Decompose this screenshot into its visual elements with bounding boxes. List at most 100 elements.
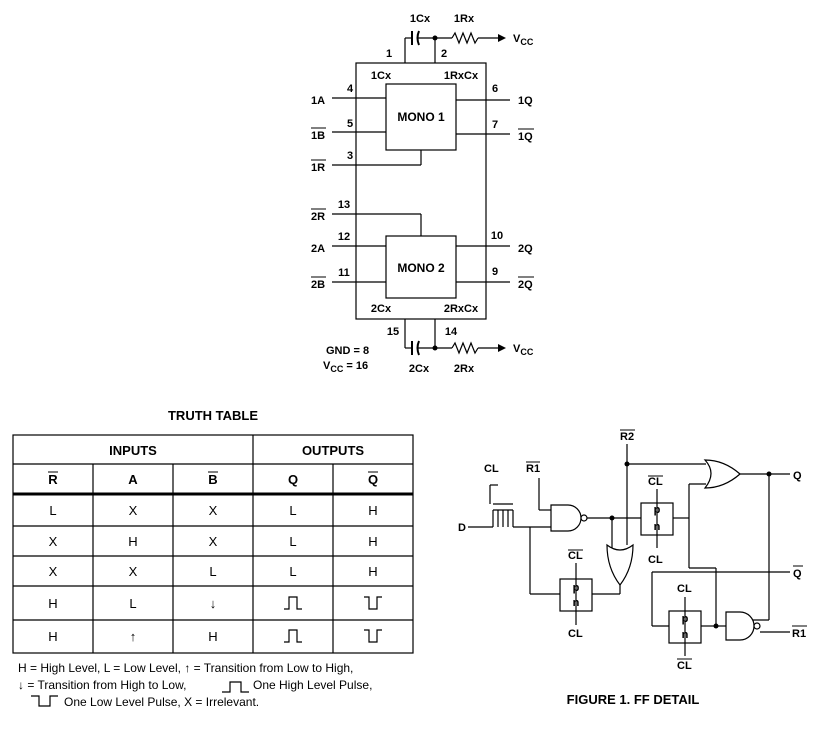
pin-1-number: 1: [386, 48, 392, 60]
truth-table-cell: X: [129, 503, 138, 518]
nand-gate-1: [550, 504, 582, 532]
truth-table-cell: X: [49, 534, 58, 549]
nor-gate-q: [703, 459, 741, 489]
pin-13-number: 13: [338, 199, 350, 211]
truth-table-cell: H: [128, 534, 137, 549]
resistor-2rx: [451, 341, 479, 355]
res-label-1rx: 1Rx: [454, 13, 475, 25]
pin-10-number: 10: [491, 230, 503, 242]
truth-table-cell: L: [129, 596, 136, 611]
nor-gate-middle: [606, 543, 634, 586]
tgate-a-cl-bar: CL: [648, 476, 663, 488]
pin-11-number: 11: [338, 267, 350, 279]
ff-detail-diagram: CL R1 R2 D Q Q R1 p: [458, 429, 807, 707]
truth-table-cell: X: [209, 534, 218, 549]
mono1-label: MONO 1: [397, 110, 445, 124]
truth-table-cell: H: [208, 629, 217, 644]
pin-2rxcx-label: 2RxCx: [444, 303, 479, 315]
cap-label-2cx: 2Cx: [409, 363, 430, 375]
tgate-c-p: p: [682, 613, 689, 625]
col-header-q-bar: Q: [368, 472, 378, 487]
pin-9-number: 9: [492, 266, 498, 278]
signal-2q: 2Q: [518, 243, 533, 255]
pin-1rxcx-label: 1RxCx: [444, 70, 479, 82]
ff-label-q: Q: [793, 470, 802, 482]
signal-2b-bar: 2B: [311, 279, 325, 291]
nand-gate-2: [725, 611, 755, 641]
legend-line-2b: One High Level Pulse,: [253, 678, 372, 692]
ff-label-q-bar: Q: [793, 568, 802, 580]
col-header-a: A: [128, 472, 138, 487]
truth-table-cell: L: [289, 534, 296, 549]
truth-table-cell: L: [49, 503, 56, 518]
pin-3-number: 3: [347, 150, 353, 162]
truth-table-cell: H: [48, 596, 57, 611]
signal-1r-bar: 1R: [311, 162, 325, 174]
tgate-b-cl-bar: CL: [568, 550, 583, 562]
low-pulse-cell-icon: [364, 629, 382, 643]
signal-2a: 2A: [311, 243, 325, 255]
tgate-c-n: n: [682, 629, 689, 641]
tgate-b-cl: CL: [568, 628, 583, 640]
vcc-note: VCC = 16: [323, 360, 368, 374]
low-pulse-cell-icon: [364, 596, 382, 610]
signal-1q-bar: 1Q: [518, 131, 533, 143]
vcc-label-bottom: VCC: [513, 343, 534, 357]
pin-2-number: 2: [441, 48, 447, 60]
pin-12-number: 12: [338, 231, 350, 243]
figure-caption: FIGURE 1. FF DETAIL: [567, 692, 700, 707]
signal-2q-bar: 2Q: [518, 279, 533, 291]
truth-table-cell: H: [368, 503, 377, 518]
col-header-b-bar: B: [208, 472, 217, 487]
tgate-b-p: p: [573, 582, 580, 594]
truth-table-title: TRUTH TABLE: [168, 408, 258, 423]
pin-7-number: 7: [492, 119, 498, 131]
pin-5-number: 5: [347, 118, 353, 130]
signal-2r-bar: 2R: [311, 211, 325, 223]
pin-15-number: 15: [387, 326, 399, 338]
truth-table-cell: X: [129, 564, 138, 579]
truth-table-cell: L: [209, 564, 216, 579]
ff-label-r1-top: R1: [526, 463, 540, 475]
truth-table-cell: L: [289, 503, 296, 518]
tgate-b-n: n: [573, 597, 580, 609]
truth-table-cell: H: [368, 564, 377, 579]
package-outline: [355, 62, 487, 320]
tgate-a-n: n: [654, 521, 661, 533]
pin-1cx-label: 1Cx: [371, 70, 392, 82]
truth-table-cell: H: [368, 534, 377, 549]
truth-table-cell: H: [48, 629, 57, 644]
vcc-label-top: VCC: [513, 33, 534, 47]
ff-label-r1-right: R1: [792, 628, 806, 640]
high-pulse-icon: [222, 681, 249, 693]
truth-table-cell: L: [289, 564, 296, 579]
gnd-note: GND = 8: [326, 345, 369, 357]
truth-table-legend: H = High Level, L = Low Level, ↑ = Trans…: [18, 661, 372, 709]
tgate-c-cl-bar: CL: [677, 660, 692, 672]
truth-table-cell: ↓: [210, 596, 217, 611]
high-pulse-cell-icon: [284, 629, 302, 643]
ff-label-r2-top: R2: [620, 431, 634, 443]
pinout-diagram: MONO 1 MONO 2 1Cx 1Rx VCC 1 2 1Cx 1RxCx …: [311, 13, 534, 375]
pin-4-number: 4: [347, 83, 354, 95]
cap-label-1cx: 1Cx: [410, 13, 431, 25]
signal-1a: 1A: [311, 95, 325, 107]
inputs-header: INPUTS: [109, 443, 157, 458]
legend-line-2a: ↓ = Transition from High to Low,: [18, 678, 186, 692]
mono2-block: [385, 235, 457, 299]
signal-1q: 1Q: [518, 95, 533, 107]
outputs-header: OUTPUTS: [302, 443, 364, 458]
ff-label-cl-in: CL: [484, 463, 499, 475]
tgate-c-cl: CL: [677, 583, 692, 595]
resistor-1rx: [451, 31, 479, 45]
ff-label-d: D: [458, 522, 466, 534]
mono2-label: MONO 2: [397, 261, 445, 275]
tgate-a-p: p: [654, 504, 661, 516]
legend-line-1: H = High Level, L = Low Level, ↑ = Trans…: [18, 661, 353, 675]
truth-table-cell: X: [209, 503, 218, 518]
col-header-r-bar: R: [48, 472, 58, 487]
